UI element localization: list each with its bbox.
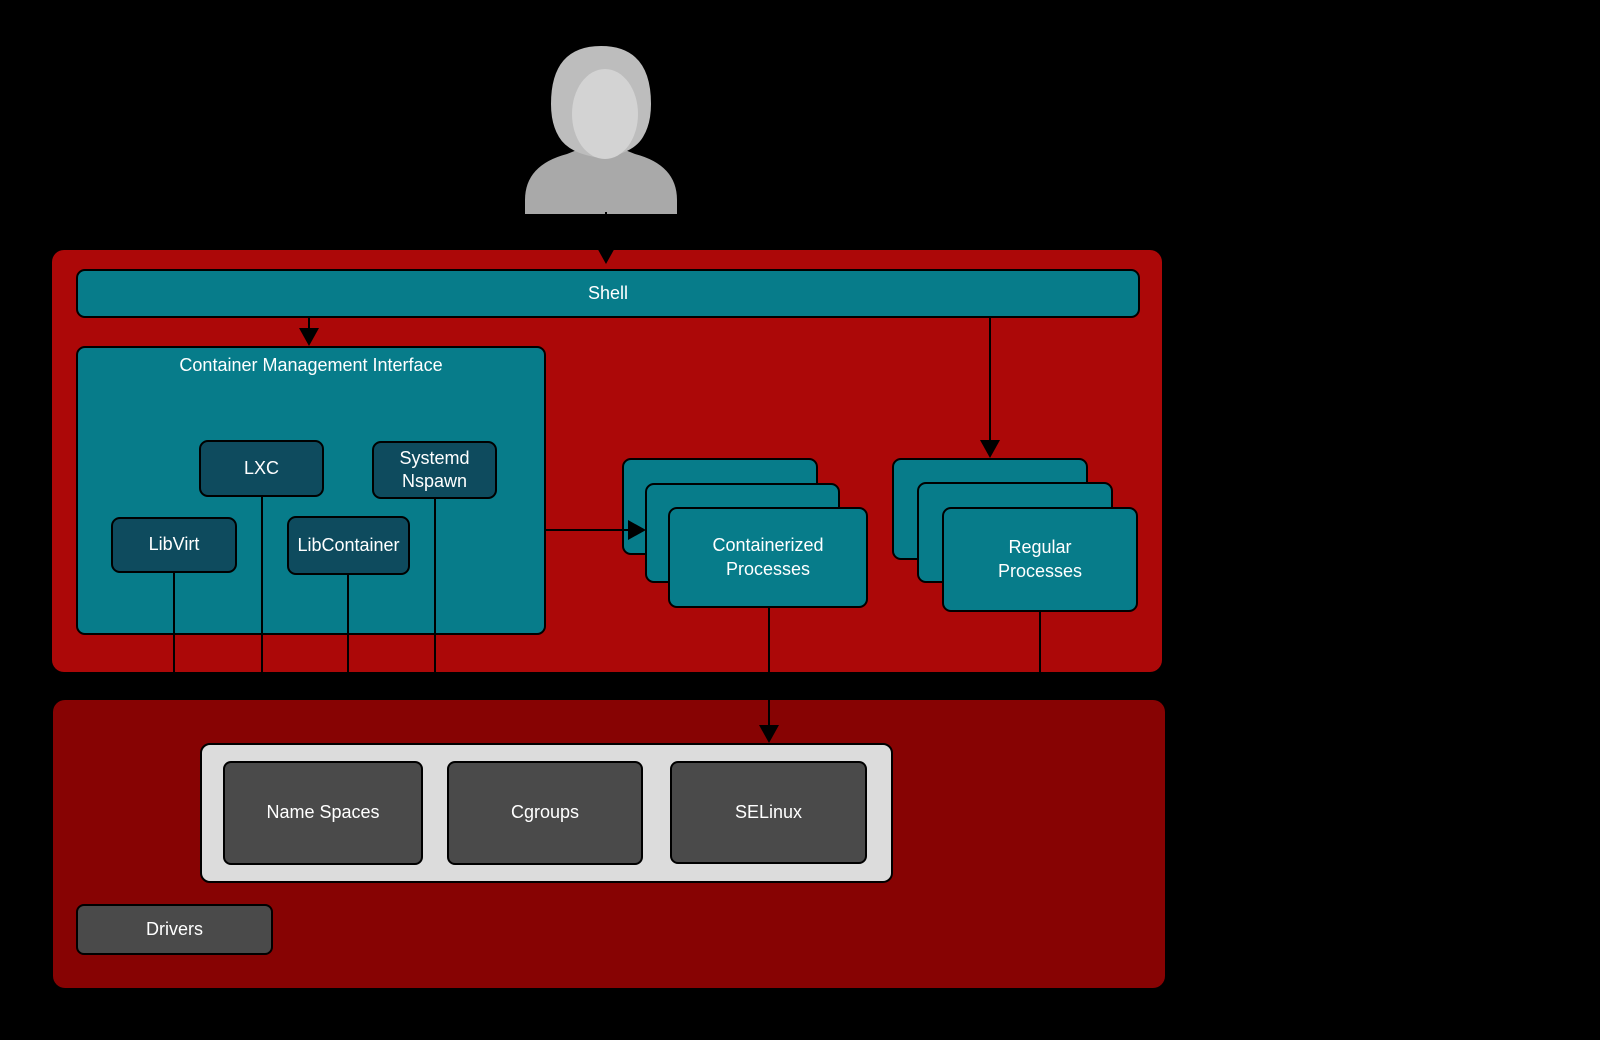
edge-cmi-to-containerized-arrowhead xyxy=(628,520,646,540)
edge-cmi-to-containerized-line xyxy=(546,529,630,531)
edge-lxc-down-line xyxy=(261,497,263,672)
regular-label: Regular Processes xyxy=(997,537,1083,581)
cmi-title: Container Management Interface xyxy=(179,355,443,375)
drivers-label: Drivers xyxy=(146,918,203,939)
containerized-card-front: Containerized Processes xyxy=(668,507,868,608)
edge-shell-to-cmi-line xyxy=(308,318,310,330)
edge-containerized-to-kernel-line xyxy=(768,608,770,727)
selinux-label: SELinux xyxy=(734,801,803,822)
libvirt-node: LibVirt xyxy=(111,517,237,573)
namespaces-node: Name Spaces xyxy=(223,761,423,865)
selinux-node: SELinux xyxy=(670,761,867,864)
edge-regular-down-line xyxy=(1039,612,1041,674)
shell-node: Shell xyxy=(76,269,1140,318)
systemd-nspawn-node: Systemd Nspawn xyxy=(372,441,497,499)
libvirt-label: LibVirt xyxy=(148,534,200,555)
edge-containerized-to-kernel-arrowhead xyxy=(759,725,779,743)
lxc-label: LXC xyxy=(243,457,279,478)
shell-label: Shell xyxy=(587,282,629,303)
cgroups-label: Cgroups xyxy=(510,802,580,823)
drivers-node: Drivers xyxy=(76,904,273,955)
libcontainer-label: LibContainer xyxy=(297,534,400,555)
user-body xyxy=(525,146,677,214)
cgroups-node: Cgroups xyxy=(447,761,643,865)
user-icon xyxy=(525,46,677,214)
edge-shell-to-regular-arrowhead xyxy=(980,440,1000,458)
edge-systemd-nspawn-down-line xyxy=(434,499,436,672)
edge-shell-to-regular-line xyxy=(989,318,991,442)
regular-card-front: Regular Processes xyxy=(942,507,1138,612)
edge-libcontainer-down-line xyxy=(347,575,349,672)
namespaces-label: Name Spaces xyxy=(266,802,380,823)
edge-user-to-shell-arrowhead xyxy=(596,246,616,264)
lxc-node: LXC xyxy=(199,440,324,497)
user-face xyxy=(572,69,638,159)
libcontainer-node: LibContainer xyxy=(287,516,410,575)
edge-shell-to-cmi-arrowhead xyxy=(299,328,319,346)
edge-user-to-shell-line xyxy=(605,212,607,248)
containerized-label: Containerized Processes xyxy=(712,535,824,579)
systemd-nspawn-label: Systemd Nspawn xyxy=(399,447,470,491)
edge-libvirt-down-line xyxy=(173,573,175,672)
